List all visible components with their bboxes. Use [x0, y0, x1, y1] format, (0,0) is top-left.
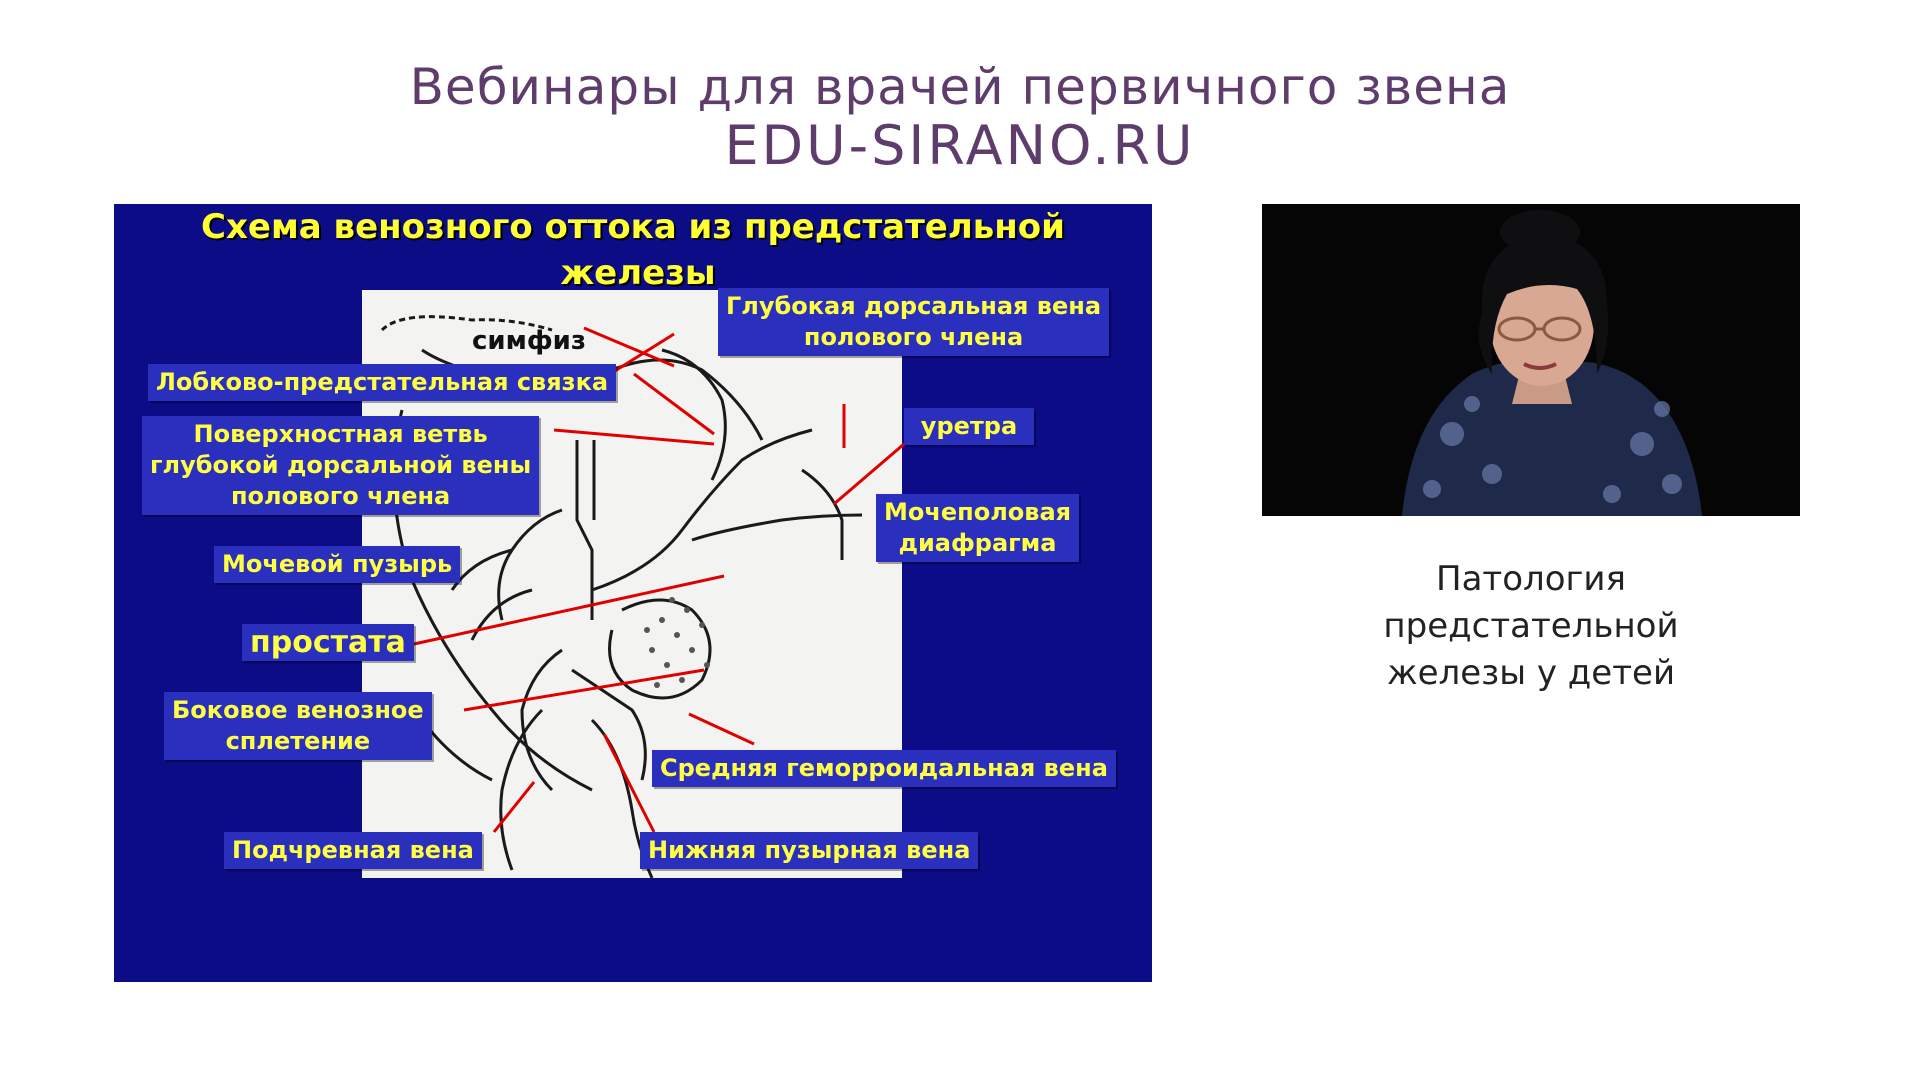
- label-urogenital-diaphragm: Мочеполовая диафрагма: [876, 494, 1080, 562]
- slide-title: Схема венозного оттока из предстательной…: [114, 204, 1152, 296]
- presentation-slide: Схема венозного оттока из предстательной…: [114, 204, 1152, 982]
- label-superficial-branch: Поверхностная ветвь глубокой дорсальной …: [142, 416, 540, 515]
- label-urethra: уретра: [904, 408, 1034, 445]
- slide-title-line1: Схема венозного оттока из предстательной: [201, 207, 1065, 247]
- label-pubo-prostatic-ligament: Лобково-предстательная связка: [148, 364, 617, 401]
- speaker-video: [1262, 204, 1800, 516]
- webinar-caption: Патология предстательной железы у детей: [1383, 559, 1679, 693]
- label-inferior-vesical-vein: Нижняя пузырная вена: [640, 832, 979, 869]
- label-middle-rectal-vein: Средняя геморроидальная вена: [652, 750, 1116, 787]
- header-site: EDU-SIRANO.RU: [724, 114, 1196, 177]
- speaker-video-feed-icon: [1262, 204, 1800, 516]
- label-deep-dorsal-vein: Глубокая дорсальная вена полового члена: [718, 288, 1110, 356]
- header-title: Вебинары для врачей первичного звена: [409, 58, 1511, 116]
- label-prostate: простата: [242, 624, 414, 661]
- label-bladder: Мочевой пузырь: [214, 546, 461, 583]
- label-hypogastric-vein: Подчревная вена: [224, 832, 482, 869]
- label-lateral-plexus: Боковое венозное сплетение: [164, 692, 432, 760]
- symphysis-label: симфиз: [472, 326, 587, 356]
- slide-title-line2: железы: [560, 253, 716, 293]
